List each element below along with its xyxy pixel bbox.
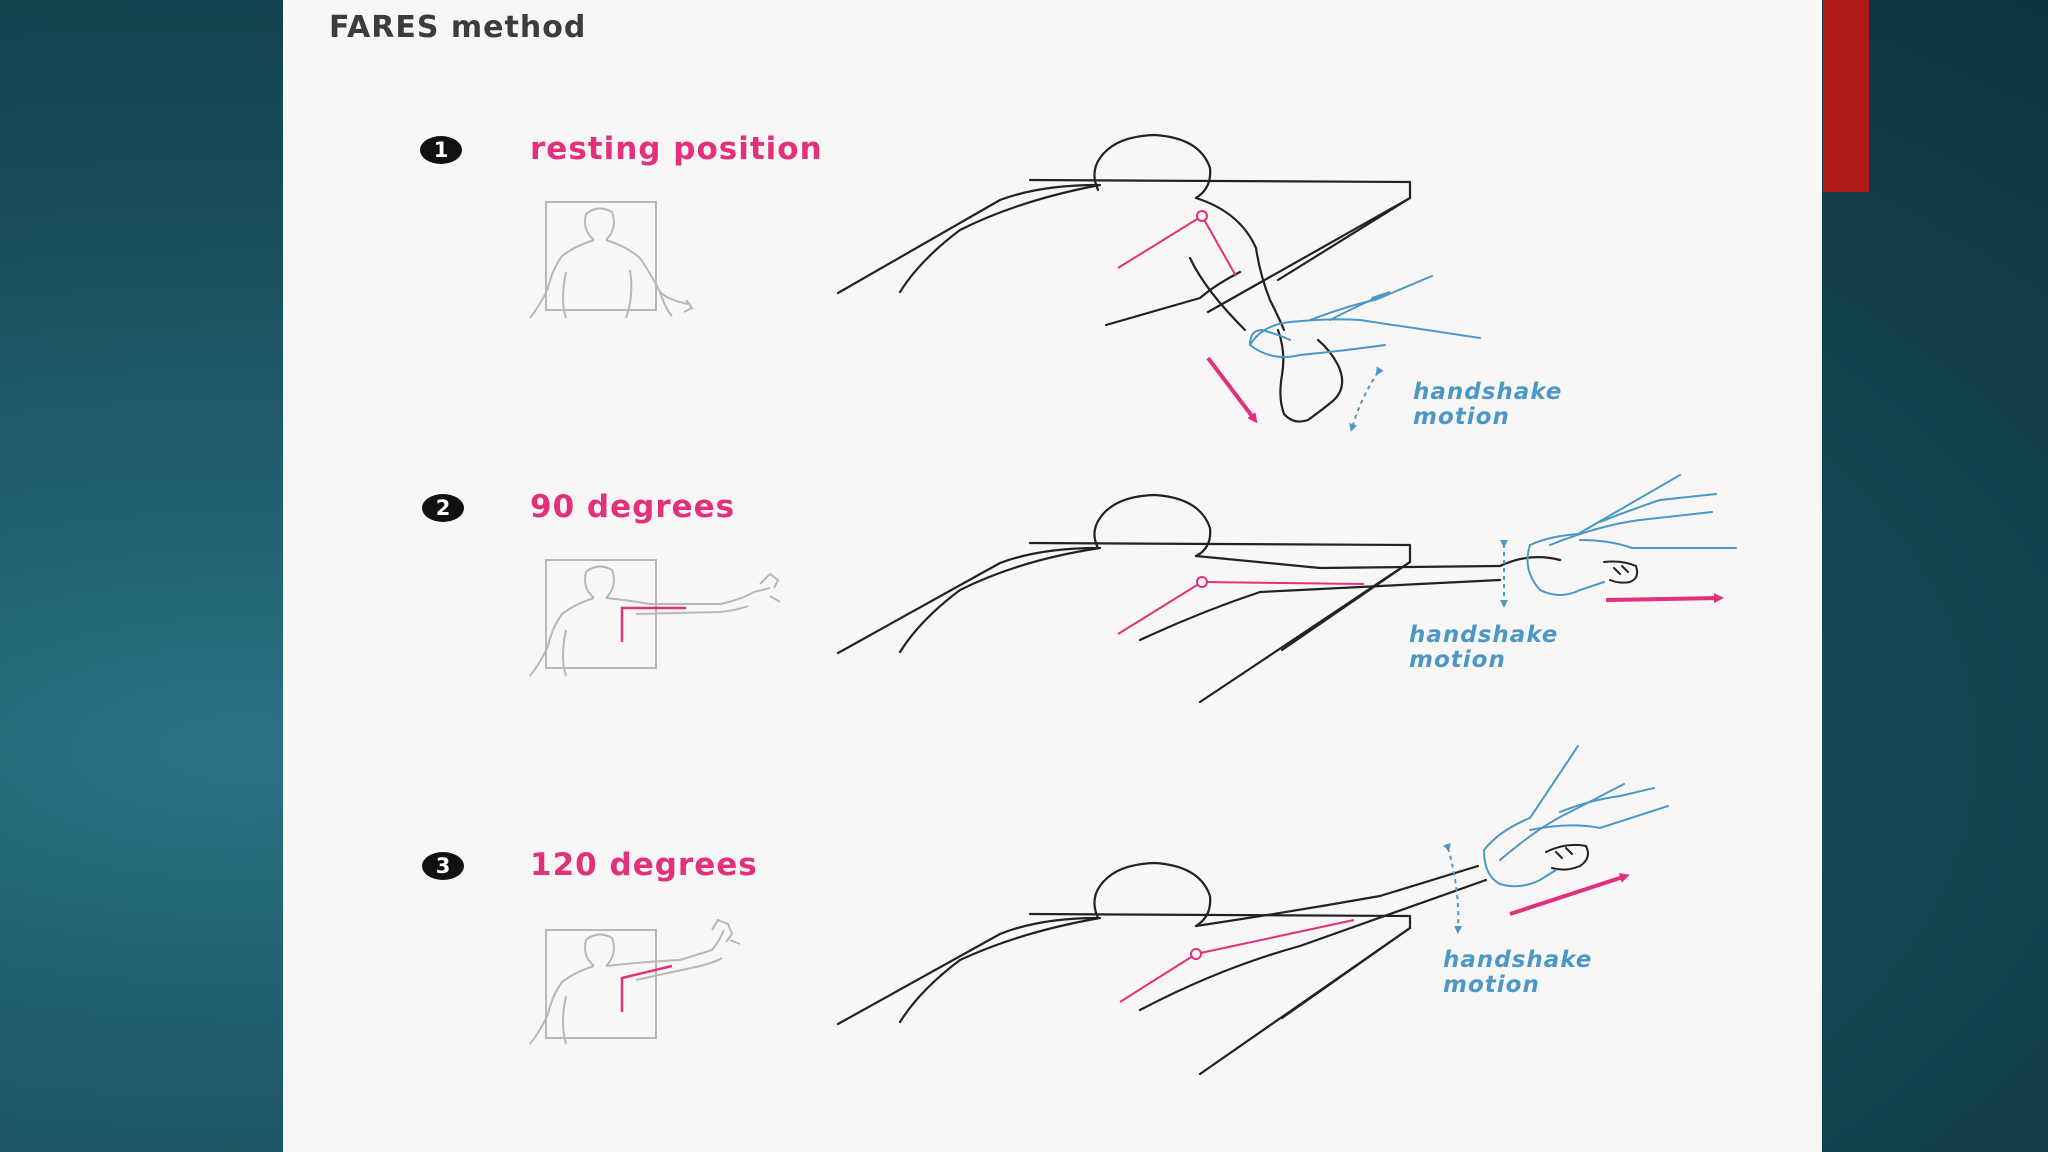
step-3-thumbnail bbox=[530, 920, 740, 1044]
step-3-traction-arrow bbox=[1510, 876, 1626, 914]
step-3-clinician-hand bbox=[1484, 746, 1668, 886]
step-3-patient-hand bbox=[1546, 845, 1588, 870]
step-2-patient-hand bbox=[1604, 562, 1637, 583]
step-2-traction-arrow bbox=[1606, 598, 1720, 600]
step-2-thumbnail bbox=[530, 560, 780, 676]
step-1-thumbnail bbox=[530, 202, 692, 318]
step-3-patient-figure bbox=[838, 863, 1486, 1074]
step-1-patient-figure bbox=[838, 135, 1410, 422]
step-2-pink-arm-axis bbox=[1118, 577, 1364, 634]
step-1-traction-arrow bbox=[1208, 358, 1255, 420]
step-2-clinician-hand bbox=[1528, 475, 1736, 595]
step-1-handshake-arrow bbox=[1352, 372, 1378, 428]
step-1-pink-arm-axis bbox=[1118, 211, 1236, 276]
step-3-pink-arm-axis bbox=[1120, 920, 1354, 1002]
step-1-clinician-hand bbox=[1250, 276, 1480, 357]
step-2-patient-figure bbox=[838, 495, 1560, 702]
step-3-handshake-arrow bbox=[1448, 848, 1458, 930]
